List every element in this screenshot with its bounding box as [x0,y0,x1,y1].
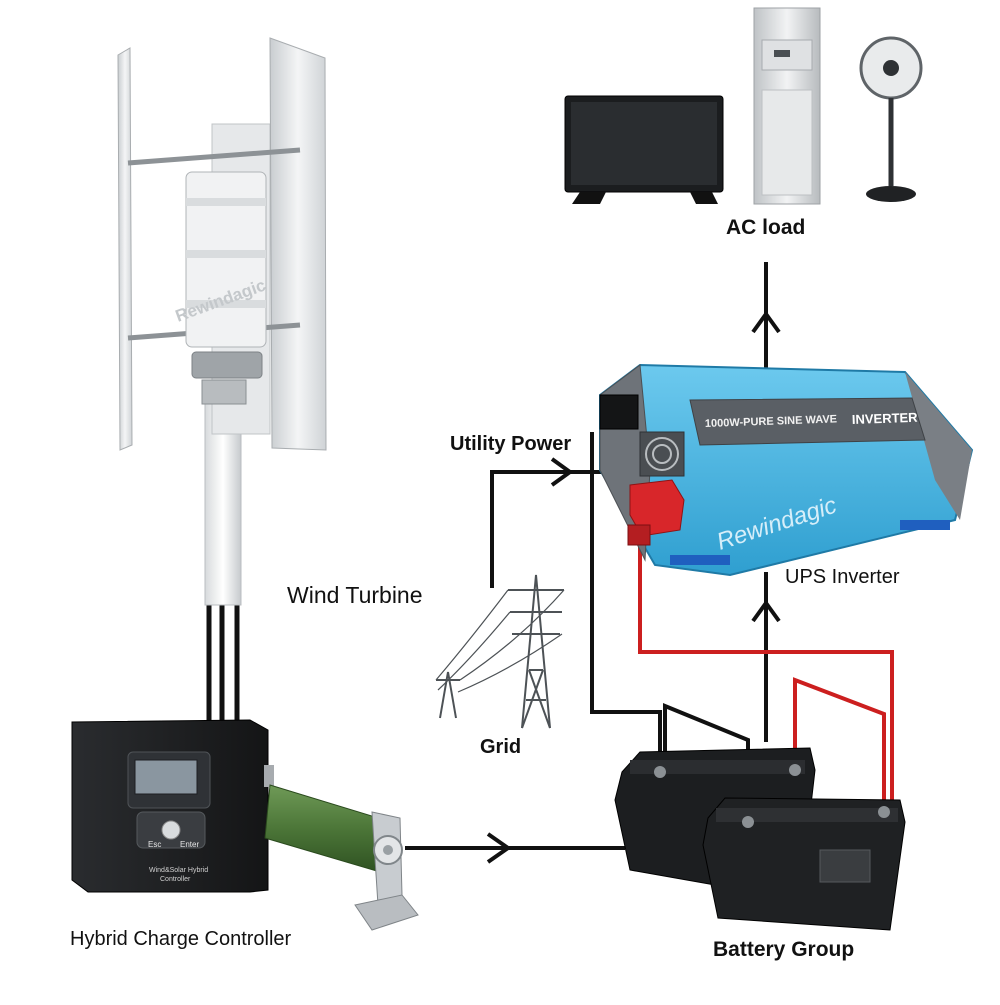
ac-load-arrow-icon [751,310,781,334]
tv-image [564,95,724,204]
positive-terminal-icon [629,479,685,537]
fan-grille-icon [639,431,685,477]
dump-load-resistor-image [264,765,419,931]
air-conditioner-image [753,7,821,205]
utility-power-label: Utility Power [450,433,572,455]
hybrid-charge-controller-label: Hybrid Charge Controller [70,928,292,950]
ac-outlet-icon [599,394,639,430]
wind-turbine-image: Rewindagic [117,37,327,606]
grid-tower-image [435,574,565,729]
wind-turbine-label: Wind Turbine [287,582,423,608]
ups-inverter-label: UPS Inverter [785,566,900,588]
controller-caption-line1: Wind&Solar Hybrid [149,867,208,874]
ups-inverter-image: 1000W-PURE SINE WAVE INVERTER Rewindagic [599,363,974,577]
ac-load-label: AC load [726,216,806,239]
fan-image [859,36,923,202]
battery-2 [702,797,906,931]
controller-esc-label: Esc [148,840,161,849]
controller-enter-label: Enter [180,840,199,849]
positive-wire [638,545,894,808]
turbine-blade-left [117,47,133,451]
battery-group-image [614,747,906,931]
hybrid-charge-controller-image: Esc Enter Wind&Solar Hybrid Controller [71,719,269,893]
inverter-brand-text: INVERTER [852,410,919,427]
grid-label: Grid [480,736,522,758]
positive-link-wire [793,677,886,808]
controller-caption-line2: Controller [160,876,191,883]
inverter-model-text: 1000W-PURE SINE WAVE [705,413,838,430]
controller-nav-button-icon [161,820,181,840]
utility-power-arrow-icon [550,457,574,487]
controller-display [134,759,198,795]
controller-to-battery-arrow-icon [486,832,512,864]
negative-wire [590,432,662,770]
battery-group-label: Battery Group [713,938,855,961]
turbine-blade-right [269,37,327,451]
inverter-input-arrow-icon [751,599,781,623]
